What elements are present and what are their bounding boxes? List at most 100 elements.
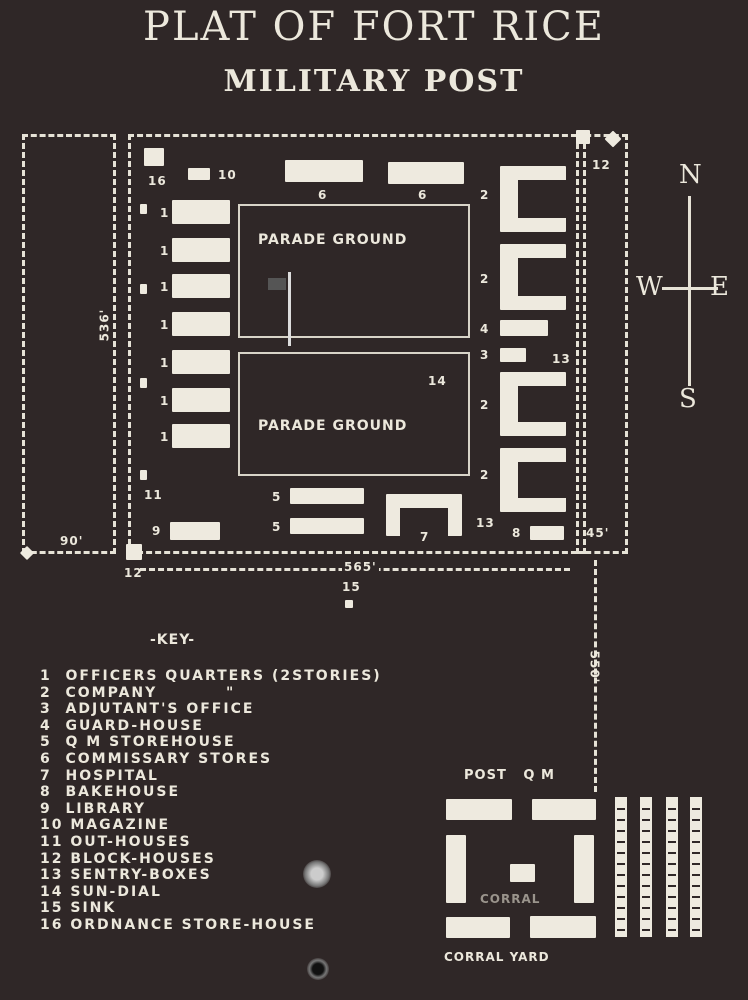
parade-ground-label: PARADE GROUND [258,418,408,434]
magazine [188,168,210,180]
key-item: 10 MAGAZINE [40,817,171,834]
officers-quarters [172,388,230,412]
east-enclosure [576,134,628,554]
label-16: 16 [148,174,167,188]
label-1: 1 [160,394,170,408]
out-house [140,378,147,388]
corral-building [446,835,466,903]
adjutants-office [500,348,526,362]
label-10: 10 [218,168,237,182]
corral-building [446,799,512,820]
commissary-store [388,162,464,184]
parade-ground-south [238,352,470,476]
officers-quarters [172,312,230,336]
label-1: 1 [160,356,170,370]
label-1: 1 [160,430,170,444]
label-12: 12 [592,158,611,172]
key-item: 2 COMPANY " [40,684,236,701]
key-heading: -KEY- [150,632,196,648]
label-7: 7 [420,530,430,544]
label-5: 5 [272,520,282,534]
label-6: 6 [418,188,428,202]
label-4: 4 [480,322,490,336]
dim-west: 536' [97,308,112,342]
key-item: 3 ADJUTANT'S OFFICE [40,701,255,718]
west-enclosure [22,134,116,554]
key-item: 7 HOSPITAL [40,767,159,784]
corral-building [530,916,596,938]
post-qm-label: POST Q M [464,768,555,783]
label-1: 1 [160,280,170,294]
stable [615,797,627,937]
label-1: 1 [160,244,170,258]
key-item: 16 ORDNANCE STORE-HOUSE [40,916,316,933]
corral-yard-label: CORRAL YARD [444,950,550,964]
officers-quarters [172,200,230,224]
company-barracks [500,244,566,310]
dim-east: 550' [587,650,602,684]
parade-ground-label: PARADE GROUND [258,232,408,248]
library [170,522,220,540]
flagpole [288,272,291,346]
label-2: 2 [480,468,490,482]
hospital [386,494,462,536]
label-2: 2 [480,272,490,286]
block-house [576,130,590,144]
out-house [140,204,147,214]
corral-label: CORRAL [480,892,541,906]
officers-quarters [172,238,230,262]
stockade [128,134,586,554]
dim-west-bottom: 90' [60,534,84,548]
corral-building [510,864,535,882]
label-6: 6 [318,188,328,202]
company-barracks [500,372,566,436]
officers-quarters [172,350,230,374]
label-14: 14 [428,374,447,388]
commissary-store [285,160,363,182]
key-item: 8 BAKEHOUSE [40,784,181,801]
key-item: 13 SENTRY-BOXES [40,867,212,884]
key-item: 1 OFFICERS QUARTERS (2STORIES) [40,668,382,684]
officers-quarters [172,274,230,298]
label-1: 1 [160,206,170,220]
corral-building [574,835,594,903]
east-dimension-line [594,560,597,792]
label-13: 13 [476,516,495,530]
key-item: 5 Q M STOREHOUSE [40,734,236,751]
corral-building [532,799,596,820]
company-barracks [500,166,566,232]
key-item: 6 COMMISSARY STORES [40,750,273,767]
compass-south: S [679,384,698,414]
label-2: 2 [480,188,490,202]
mounting-screw [303,860,331,888]
plaque-subtitle: MILITARY POST [223,64,525,99]
stable [640,797,652,937]
key-item: 9 LIBRARY [40,800,147,817]
out-house [140,470,147,480]
label-12: 12 [124,566,143,580]
plaque-title: PLAT OF FORT RICE [143,4,605,50]
label-13: 13 [552,352,571,366]
key-item: 15 SINK [40,900,117,917]
key-item: 12 BLOCK-HOUSES [40,850,216,867]
qm-storehouse [290,518,364,534]
out-house [140,284,147,294]
label-8: 8 [512,526,522,540]
label-15: 15 [342,580,361,594]
corral-building [446,917,510,938]
stable [666,797,678,937]
guard-house [500,320,548,336]
stable [690,797,702,937]
compass-ns-line [688,196,691,386]
label-3: 3 [480,348,490,362]
dim-east-small: 45' [586,526,610,540]
dim-south: 565' [342,560,379,574]
parade-ground-north [238,204,470,338]
sink [345,600,353,608]
label-1: 1 [160,318,170,332]
flag [268,278,286,290]
ordnance-store-house [144,148,164,166]
mounting-hole [307,958,329,980]
compass-west: W [636,272,664,302]
officers-quarters [172,424,230,448]
